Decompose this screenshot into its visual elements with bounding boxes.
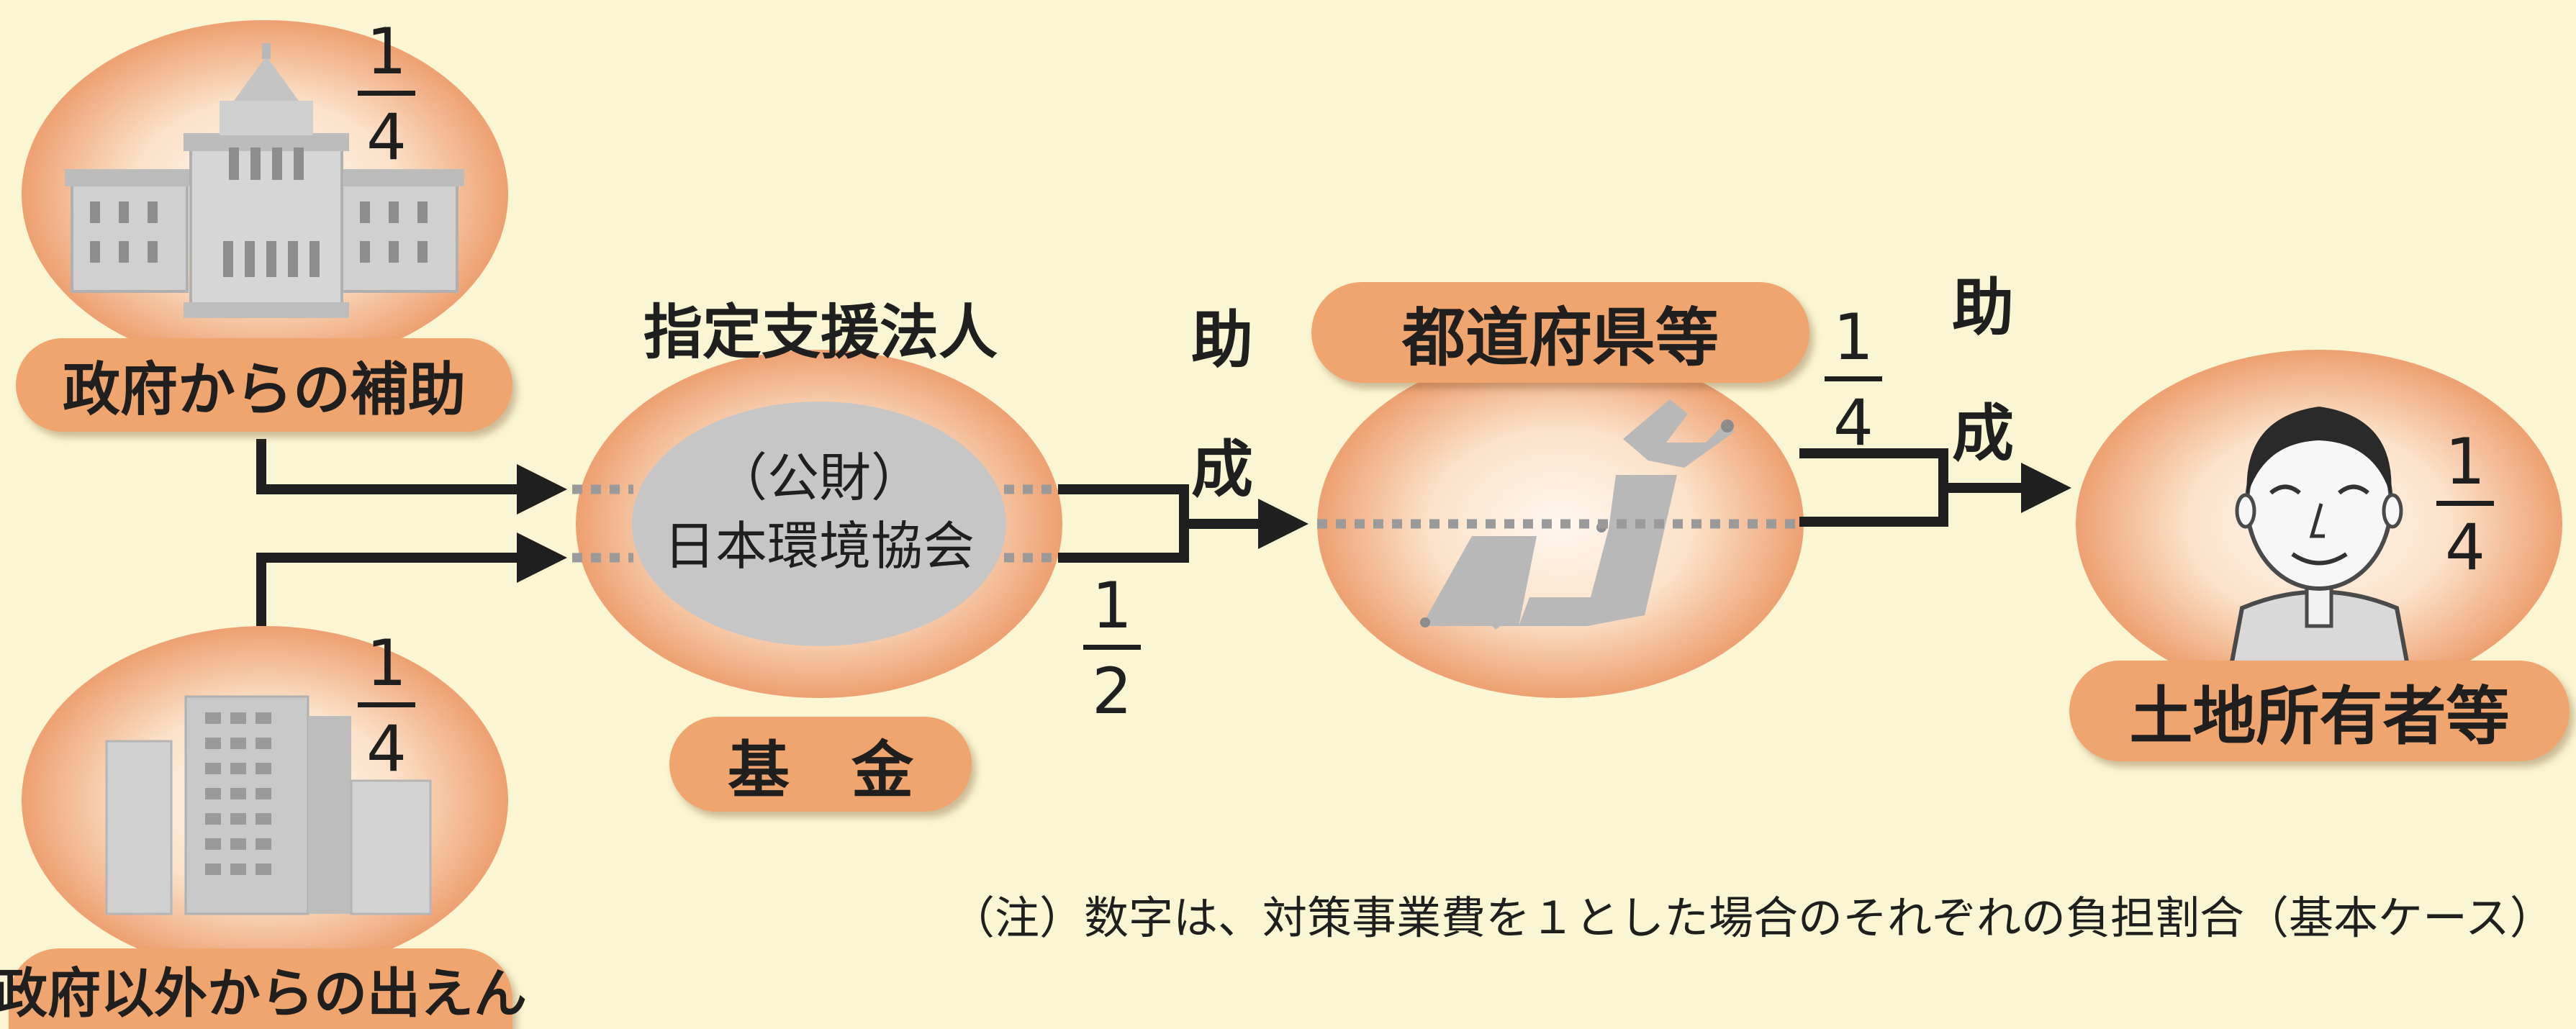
- landowner-share-fraction: 1 4: [2436, 430, 2494, 579]
- landowner-text: 土地所有者等: [2129, 679, 2510, 753]
- fraction-bar: [358, 702, 415, 707]
- fraction-bar: [2436, 501, 2494, 506]
- non-gov-label: 政府以外からの出えん: [0, 948, 527, 1029]
- fraction-bar: [1083, 645, 1141, 650]
- prefecture-share-denominator: 4: [1833, 386, 1874, 460]
- japan-map-icon: [1420, 399, 1735, 630]
- prefecture-share-numerator: 1: [1833, 300, 1874, 374]
- landowner-label: 土地所有者等: [2069, 661, 2570, 761]
- non-gov-flow-line: [256, 532, 567, 626]
- designated-corp-inner: [632, 402, 1006, 646]
- fund-share-numerator: 1: [1092, 568, 1132, 643]
- non-gov-share-denominator: 4: [366, 712, 407, 786]
- grant-2-char2: 成: [1952, 398, 2014, 470]
- non-gov-share-numerator: 1: [366, 626, 407, 700]
- fund-share-denominator: 2: [1092, 654, 1132, 728]
- fund-output-bracket: [1058, 484, 1189, 563]
- landowner-person-icon: [2228, 407, 2410, 668]
- gov-subsidy-label: 政府からの補助: [16, 338, 512, 432]
- non-gov-share-fraction: 1 4: [358, 632, 415, 781]
- office-buildings-icon: [105, 695, 432, 915]
- grant-1-char1: 助: [1191, 304, 1253, 376]
- dotted-guides: [572, 484, 1799, 563]
- gov-subsidy-text: 政府からの補助: [63, 356, 466, 423]
- landowner-share-numerator: 1: [2445, 425, 2485, 499]
- designated-corp-name-line2: 日本環境協会: [663, 516, 975, 576]
- gov-share-numerator: 1: [366, 14, 407, 89]
- gov-share-denominator: 4: [366, 100, 407, 174]
- grant-1-char2: 成: [1191, 434, 1253, 506]
- prefecture-share-fraction: 1 4: [1825, 306, 1882, 455]
- non-gov-text: 政府以外からの出えん: [0, 962, 527, 1025]
- prefecture-output-bracket: [1799, 448, 1948, 527]
- designated-corp-heading: 指定支援法人: [643, 299, 998, 367]
- fund-label: 基 金: [669, 717, 972, 812]
- gov-flow-line: [256, 439, 567, 514]
- prefecture-text: 都道府県等: [1401, 300, 1719, 375]
- footnote: （注）数字は、対策事業費を１とした場合のそれぞれの負担割合（基本ケース）: [950, 892, 2554, 944]
- fund-text: 基 金: [728, 734, 913, 807]
- prefecture-label: 都道府県等: [1311, 282, 1809, 383]
- grant-2-char1: 助: [1952, 272, 2014, 344]
- gov-share-fraction: 1 4: [358, 20, 415, 169]
- designated-corp-name-line1: （公財）: [715, 448, 923, 508]
- government-building-icon: [65, 43, 464, 318]
- fund-share-fraction: 1 2: [1083, 574, 1141, 723]
- fraction-bar: [358, 91, 415, 96]
- flow-lines: [256, 439, 2071, 626]
- fraction-bar: [1825, 376, 1882, 381]
- landowner-share-denominator: 4: [2445, 510, 2485, 584]
